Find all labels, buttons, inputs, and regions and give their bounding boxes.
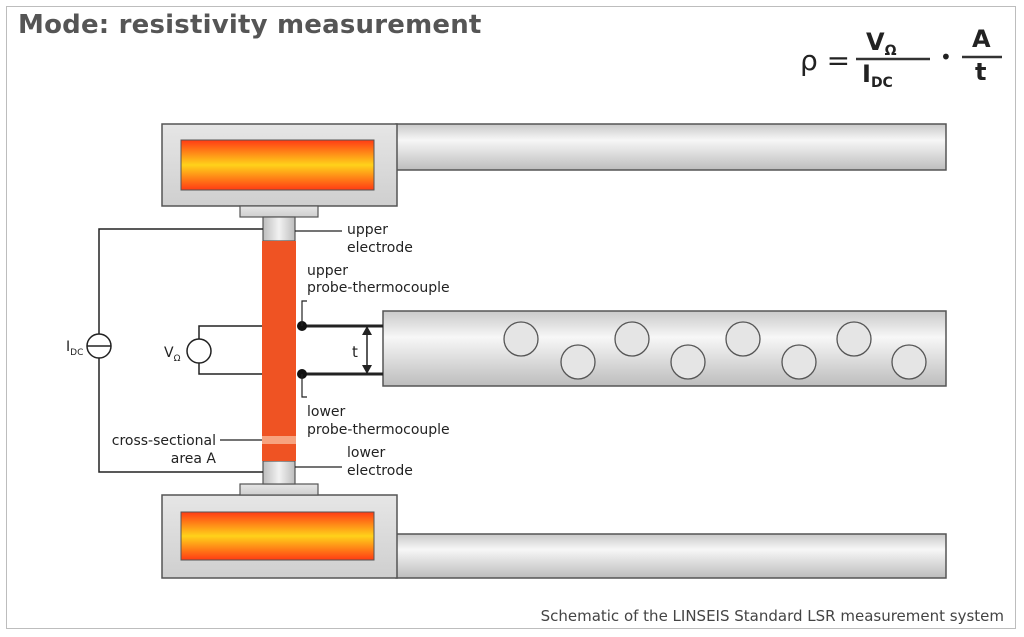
upper-electrode-label-2: electrode [347,240,413,256]
formula-current: IDC [862,60,893,91]
lower-heater [180,511,375,561]
upper-electrode [262,216,296,242]
upper-heater [180,139,375,191]
lower-thermocouple-leader [301,374,307,398]
resistivity-formula: ρ = VΩ IDC • A t [800,25,1002,91]
thermocouple-holder [382,310,947,387]
sample-rod [262,241,296,461]
upper-thermocouple-label-2: probe-thermocouple [307,280,450,296]
current-source-label: IDC [66,339,83,358]
tube-hole [836,321,872,357]
upper-electrode-flange [239,205,319,218]
lower-electrode-flange [239,483,319,496]
upper-thermocouple-label-1: upper [307,263,348,279]
cross-section-label-2: area A [171,451,217,467]
lower-electrode-label-1: lower [347,445,386,461]
upper-furnace [161,123,947,218]
lower-electrode-label-2: electrode [347,463,413,479]
formula-dot: • [940,45,952,69]
cross-section-band [262,436,296,444]
tube-hole [725,321,761,357]
lower-thermocouple-label-2: probe-thermocouple [307,422,450,438]
cross-section-label-1: cross-sectional [112,433,216,449]
voltmeter-label: VΩ [164,345,181,364]
tube-hole [781,344,817,380]
tube-hole [891,344,927,380]
diagram-title: Mode: resistivity measurement [18,10,482,40]
upper-electrode-label-1: upper [347,222,388,238]
formula-area: A [972,25,991,53]
lower-thermocouple-label-1: lower [307,404,346,420]
thickness-arrow [362,326,372,374]
tube-hole [614,321,650,357]
formula-voltage: VΩ [866,28,897,59]
lower-electrode [262,460,296,485]
lower-furnace-tube [395,533,947,579]
upper-furnace-tube [395,123,947,171]
formula-lhs: ρ = [800,44,850,77]
tube-hole [670,344,706,380]
voltmeter-icon [186,338,212,364]
upper-thermocouple-leader [301,300,307,326]
formula-thickness: t [975,58,986,86]
diagram-caption: Schematic of the LINSEIS Standard LSR me… [540,607,1004,625]
thickness-label: t [352,343,358,361]
lower-furnace [161,483,947,579]
tube-hole [503,321,539,357]
tube-hole [560,344,596,380]
